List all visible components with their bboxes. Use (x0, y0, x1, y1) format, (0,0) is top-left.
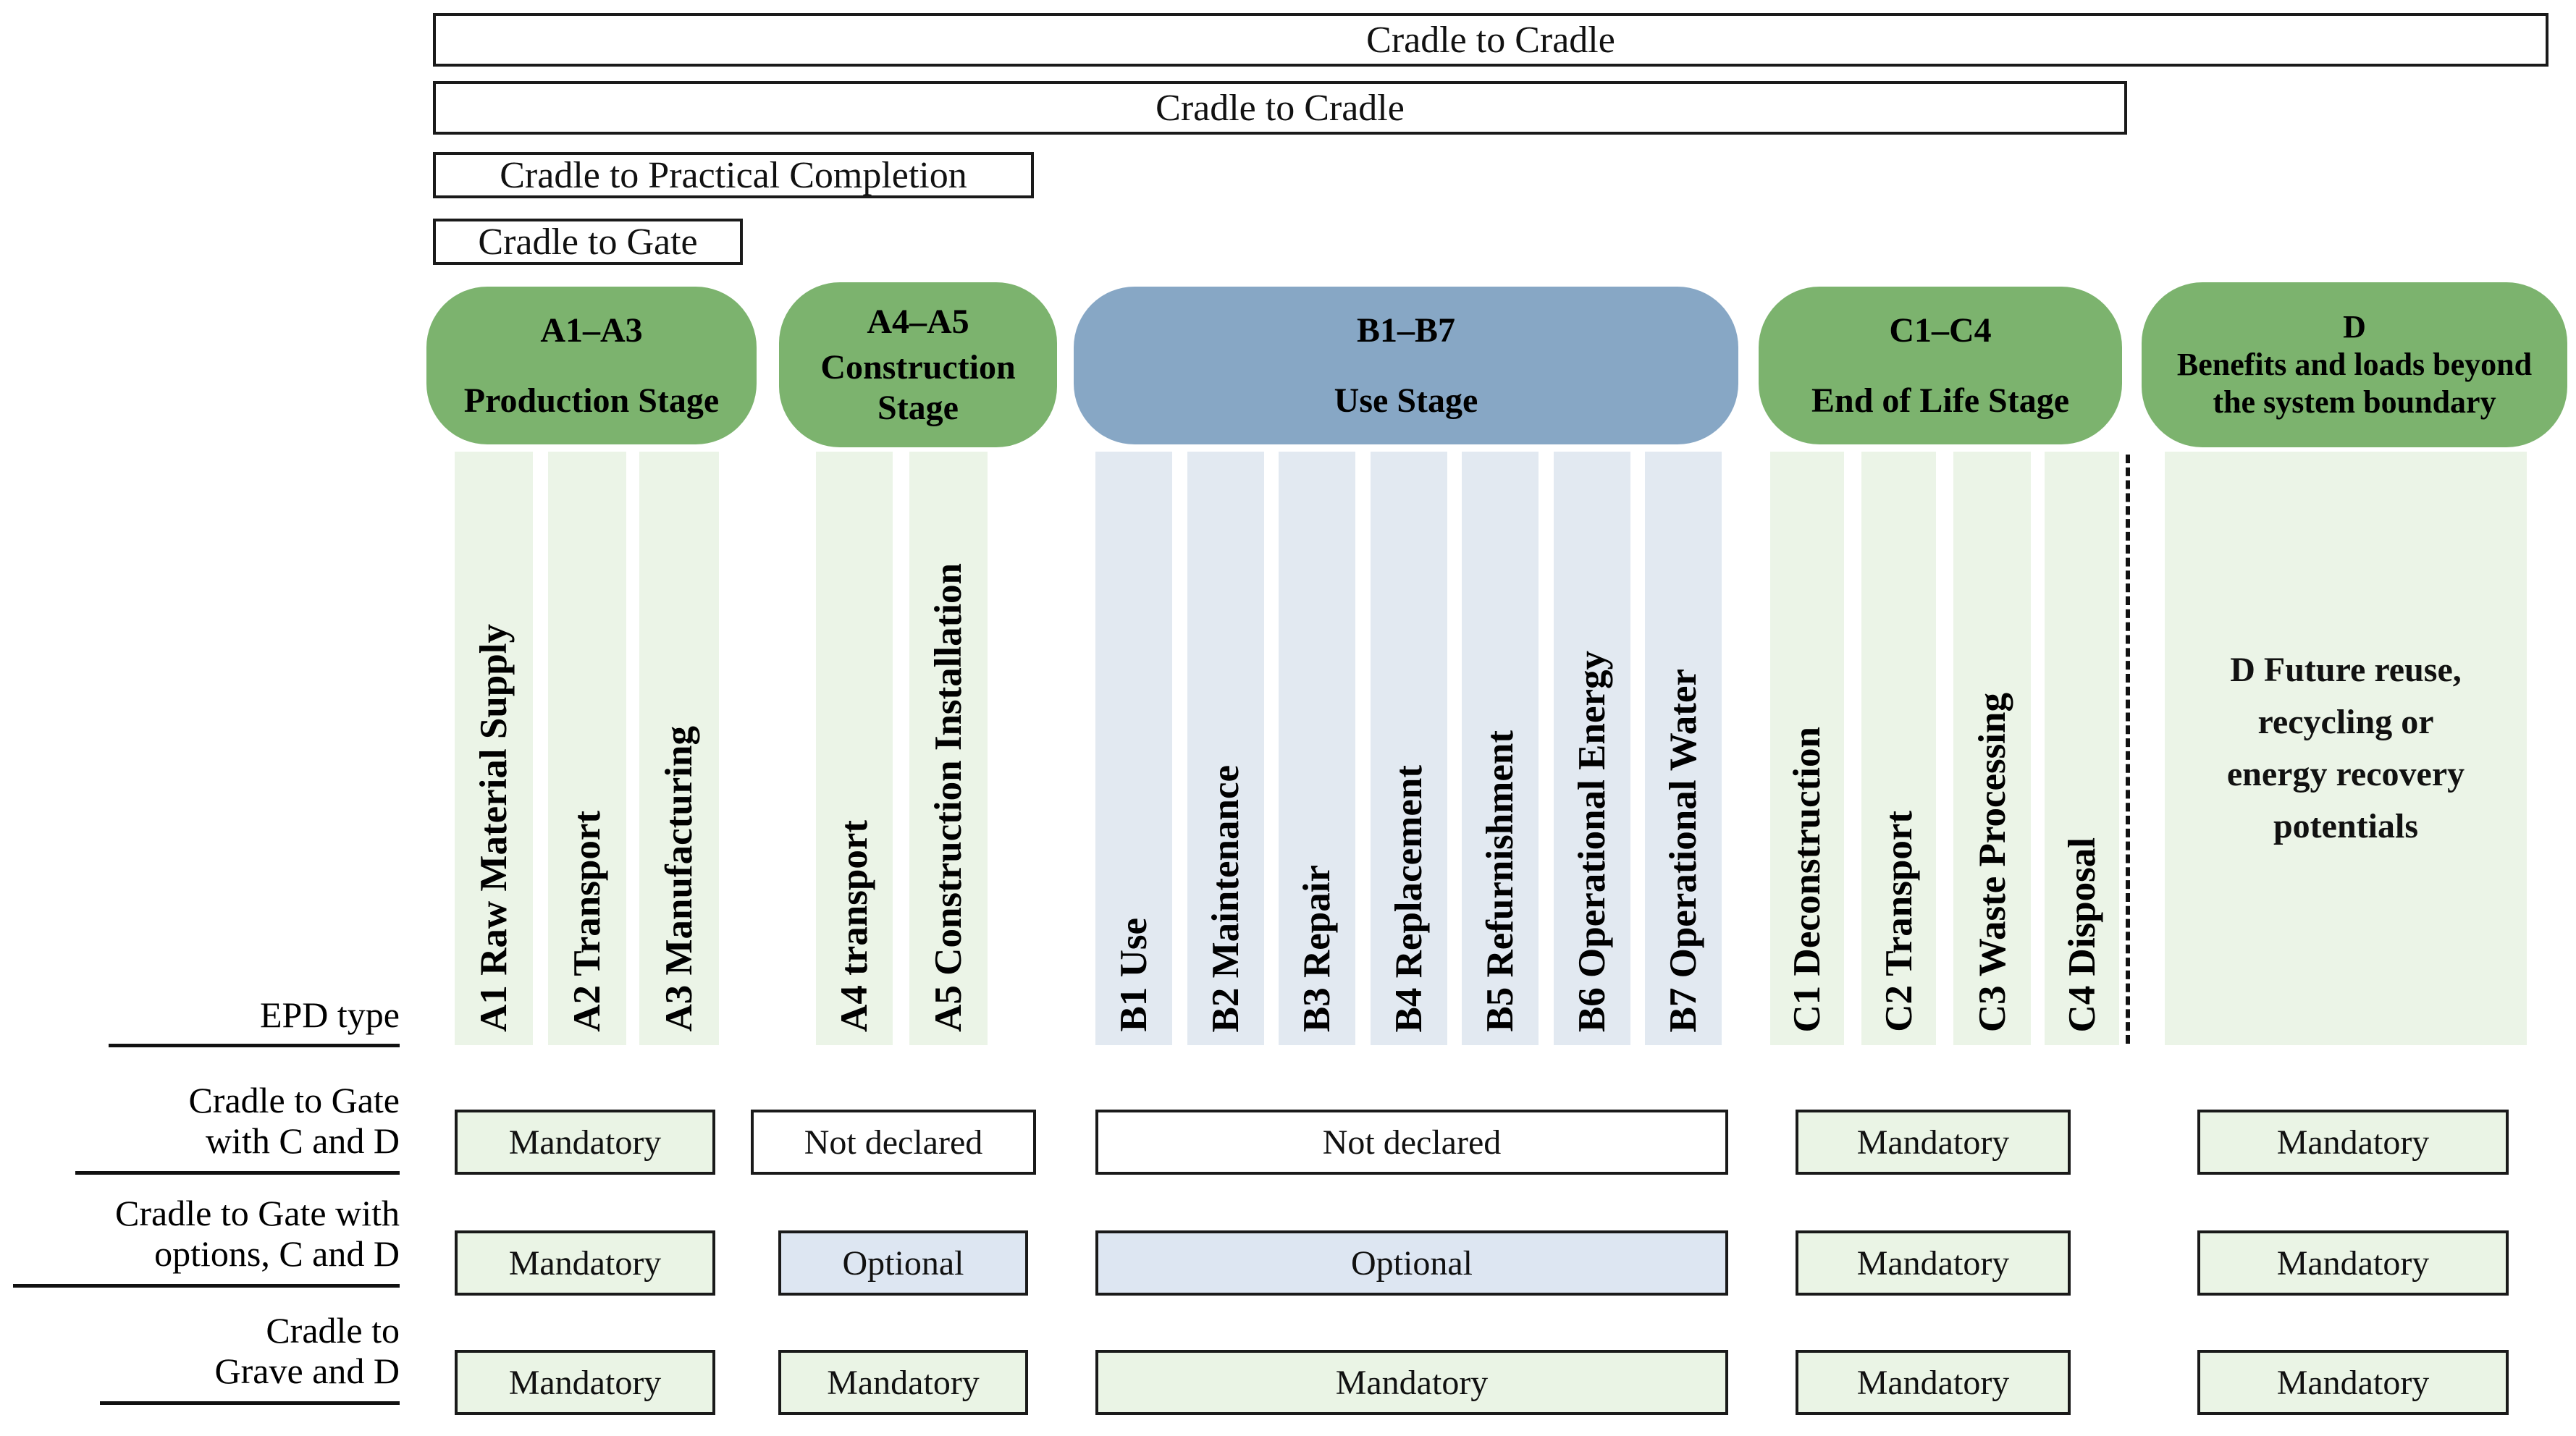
module-label-d: recycling or (2257, 703, 2434, 741)
scope-bar-cradle-to-practical-completion: Cradle to Practical Completion (433, 152, 1034, 198)
scope-bar-cradle-to-cradle-outer: Cradle to Cradle (433, 13, 2548, 67)
module-label-a4: A4 transport (833, 820, 875, 1032)
module-label-d: potentials (2273, 807, 2418, 845)
divider-line (109, 1044, 400, 1047)
cell-row2-a4-a5: Optional (778, 1230, 1028, 1296)
scope-bar-label: Cradle to Gate (478, 221, 698, 263)
epd-row-label-line: with C and D (205, 1120, 400, 1161)
module-label-b2: B2 Maintenance (1205, 764, 1247, 1033)
stage-pill-d: D Benefits and loads beyond the system b… (2142, 282, 2567, 447)
module-column-c4: C4 Disposal (2045, 452, 2119, 1045)
module-label-d: D Future reuse, (2230, 651, 2462, 689)
stage-code: D (2343, 309, 2366, 345)
module-label-c3: C3 Waste Processing (1971, 692, 2013, 1032)
module-column-b5: B5 Refurnishment (1462, 452, 1539, 1045)
cell-row3-d: Mandatory (2197, 1350, 2509, 1415)
module-column-d: D Future reuse, recycling or energy reco… (2165, 452, 2527, 1045)
cell-row1-d: Mandatory (2197, 1110, 2509, 1175)
module-label-d: energy recovery (2226, 755, 2465, 793)
cell-row3-c1-c4: Mandatory (1796, 1350, 2071, 1415)
stage-pill-a1-a3: A1–A3 Production Stage (426, 287, 757, 444)
module-column-a5: A5 Construction Installation (909, 452, 988, 1045)
module-label-a3: A3 Manufacturing (658, 726, 700, 1032)
divider-line (75, 1171, 400, 1175)
epd-row-label-cradle-to-gate-with-options-c-and-d: Cradle to Gate with options, C and D (13, 1193, 400, 1274)
stage-pill-c1-c4: C1–C4 End of Life Stage (1759, 287, 2122, 444)
module-label-a1: A1 Raw Material Supply (473, 624, 515, 1032)
stage-name: Construction (820, 348, 1016, 387)
scope-bar-label: Cradle to Practical Completion (500, 154, 967, 196)
module-column-c3: C3 Waste Processing (1953, 452, 2031, 1045)
stage-name: Production Stage (463, 381, 720, 420)
cell-row3-b1-b7: Mandatory (1095, 1350, 1728, 1415)
epd-row-label-line: Grave and D (214, 1351, 400, 1391)
module-column-b4: B4 Replacement (1371, 452, 1447, 1045)
stage-name: Stage (877, 388, 959, 427)
stage-pill-a4-a5: A4–A5 Construction Stage (779, 282, 1057, 447)
module-column-b7: B7 Operational Water (1645, 452, 1722, 1045)
epd-row-label-line: options, C and D (154, 1233, 400, 1274)
module-column-b6: B6 Operational Energy (1554, 452, 1630, 1045)
cell-row1-a1-a3: Mandatory (455, 1110, 715, 1175)
stage-name: the system boundary (2213, 384, 2496, 420)
cell-row2-b1-b7: Optional (1095, 1230, 1728, 1296)
module-label-b5: B5 Refurnishment (1479, 730, 1521, 1032)
cell-row3-a1-a3: Mandatory (455, 1350, 715, 1415)
divider-line (100, 1401, 400, 1405)
scope-bar-cradle-to-gate: Cradle to Gate (433, 219, 743, 265)
cell-row1-a4-a5: Not declared (751, 1110, 1036, 1175)
cell-row2-d: Mandatory (2197, 1230, 2509, 1296)
module-label-b4: B4 Replacement (1388, 764, 1430, 1032)
module-label-b1: B1 Use (1113, 918, 1155, 1032)
stage-code: C1–C4 (1889, 311, 1992, 350)
scope-bar-label: Cradle to Cradle (1366, 19, 1615, 61)
epd-row-label-cradle-to-grave-and-d: Cradle to Grave and D (100, 1310, 400, 1391)
module-column-a2: A2 Transport (548, 452, 626, 1045)
stage-code: A1–A3 (540, 311, 643, 350)
epd-row-label-line: Cradle to Gate (188, 1080, 400, 1120)
stage-name: Use Stage (1334, 381, 1478, 420)
cell-row2-c1-c4: Mandatory (1796, 1230, 2071, 1296)
module-label-a2: A2 Transport (566, 811, 608, 1032)
module-label-b6: B6 Operational Energy (1571, 650, 1613, 1032)
module-label-b7: B7 Operational Water (1662, 668, 1704, 1033)
module-label-b3: B3 Repair (1296, 864, 1338, 1032)
module-column-c2: C2 Transport (1861, 452, 1936, 1045)
module-label-c1: C1 Deconstruction (1786, 726, 1828, 1032)
cell-row2-a1-a3: Mandatory (455, 1230, 715, 1296)
stage-code: B1–B7 (1356, 311, 1456, 350)
epd-row-label-line: Cradle to Gate with (115, 1193, 400, 1233)
module-column-b1: B1 Use (1095, 452, 1172, 1045)
module-column-a1: A1 Raw Material Supply (455, 452, 533, 1045)
module-column-c1: C1 Deconstruction (1770, 452, 1844, 1045)
module-column-a4: A4 transport (816, 452, 893, 1045)
module-column-b2: B2 Maintenance (1187, 452, 1264, 1045)
epd-row-label-line: Cradle to (266, 1310, 400, 1351)
scope-bar-cradle-to-cradle-inner: Cradle to Cradle (433, 81, 2127, 135)
cell-row1-c1-c4: Mandatory (1796, 1110, 2071, 1175)
module-label-c4: C4 Disposal (2061, 837, 2103, 1032)
epd-row-label-cradle-to-gate-with-c-and-d: Cradle to Gate with C and D (75, 1080, 400, 1161)
module-column-a3: A3 Manufacturing (639, 452, 719, 1045)
divider-line (13, 1284, 400, 1288)
module-label-c2: C2 Transport (1877, 811, 1920, 1032)
module-label-a5: A5 Construction Installation (927, 563, 969, 1032)
cell-row1-b1-b7: Not declared (1095, 1110, 1728, 1175)
system-boundary-divider (2126, 455, 2130, 1044)
stage-code: A4–A5 (867, 303, 969, 342)
module-column-b3: B3 Repair (1279, 452, 1355, 1045)
stage-name: Benefits and loads beyond (2176, 347, 2533, 383)
stage-name: End of Life Stage (1811, 381, 2069, 420)
cell-row3-a4-a5: Mandatory (778, 1350, 1028, 1415)
stage-pill-b1-b7: B1–B7 Use Stage (1074, 287, 1738, 444)
epd-type-header: EPD type (259, 994, 400, 1035)
scope-bar-label: Cradle to Cradle (1156, 87, 1405, 129)
